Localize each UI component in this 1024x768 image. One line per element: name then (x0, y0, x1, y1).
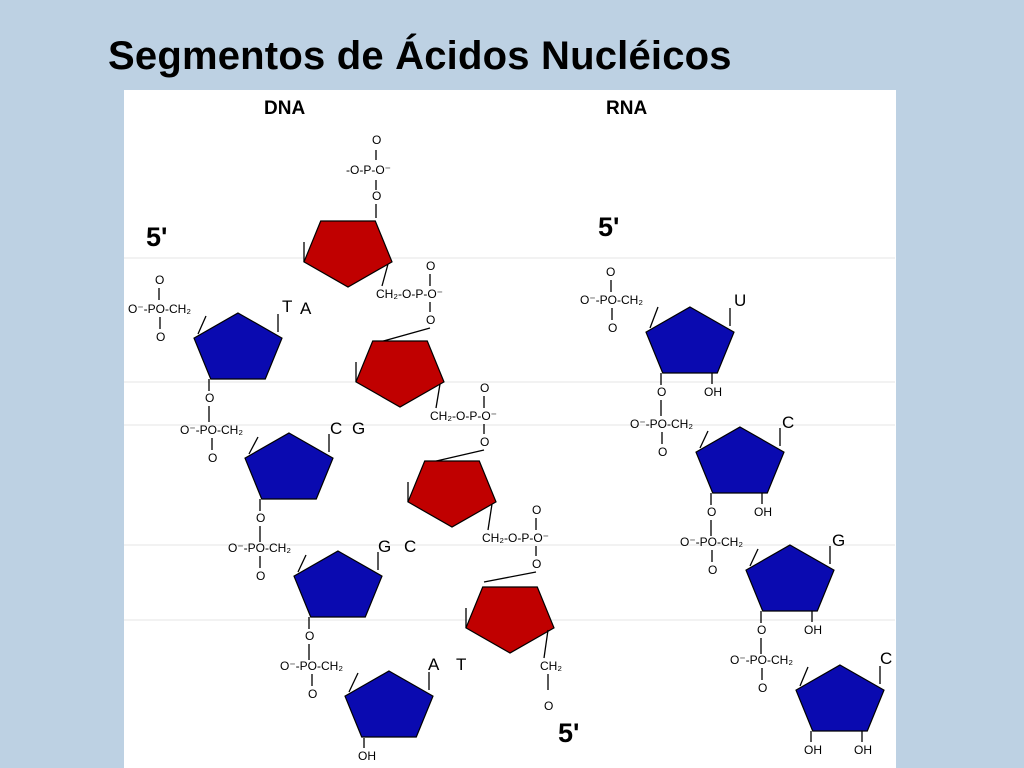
dna-left-linker-o-2: O (256, 511, 265, 525)
rna-phosphate-1: O⁻-PO-CH₂ (580, 293, 643, 307)
rna-phosphate-o-2: O (658, 445, 667, 459)
dna-right-base-4: T (456, 655, 466, 674)
faint-guide-lines (124, 257, 895, 621)
dna-right-phosphate-1: CH₂-O-P-O⁻ (376, 287, 443, 301)
dna-five-prime-bottom-label: 5' (558, 718, 579, 748)
rna-base-3: G (832, 531, 845, 550)
dna-left-top-o: O (155, 273, 164, 287)
rna-ribose-2 (695, 426, 785, 494)
dna-left-phosphate-o-3: O (256, 569, 265, 583)
dna-right-o-end: O (544, 699, 553, 713)
dna-right-phosphate-o-down-1: O (426, 313, 435, 327)
rna-ribose-4 (795, 664, 885, 732)
bond-line (197, 315, 207, 335)
dna-left-phosphate-4: O⁻-PO-CH₂ (280, 659, 343, 673)
dna-deoxyribose-blue-4 (344, 670, 434, 738)
dna-left-3prime-oh: OH (358, 749, 376, 763)
dna-left-phosphate-o-2: O (208, 451, 217, 465)
dna-right-phosphate-3: CH₂-O-P-O⁻ (482, 531, 549, 545)
rna-3prime-oh: OH (804, 743, 822, 757)
dna-right-top-phosphate-o-down: O (372, 189, 381, 203)
dna-left-base-1: T (282, 297, 292, 316)
dna-right-base-2: G (352, 419, 365, 438)
rna-phosphate-o-3: O (708, 563, 717, 577)
bond-line (543, 629, 549, 659)
rna-header: RNA (606, 98, 647, 119)
dna-deoxyribose-blue-1 (193, 312, 283, 380)
dna-right-ch2-end: CH₂ (540, 659, 562, 673)
dna-left-linker-o-3: O (305, 629, 314, 643)
dna-right-strand: -O-P-O⁻ O O A CH₂-O-P-O⁻ O O G CH₂-O-P-O⁻ O O C CH₂-… (300, 133, 562, 713)
bond-line (297, 554, 307, 573)
bond-line (799, 666, 809, 687)
dna-deoxyribose-red-1 (303, 220, 393, 288)
rna-base-1: U (734, 291, 746, 310)
bond-line (699, 430, 709, 449)
rna-top-o: O (606, 265, 615, 279)
dna-left-phosphate-2: O⁻-PO-CH₂ (180, 423, 243, 437)
rna-2prime-oh-2: OH (754, 505, 772, 519)
dna-deoxyribose-red-3 (407, 460, 497, 528)
rna-strand: UO⁻-PO-CH₂OOHOCO⁻-PO-CH₂OOHOGO⁻-PO-CH₂OO… (580, 265, 892, 757)
rna-phosphate-4: O⁻-PO-CH₂ (730, 653, 793, 667)
rna-ribose-1 (645, 306, 735, 374)
bond-line (431, 449, 485, 463)
dna-left-base-4: A (428, 655, 440, 674)
dna-left-linker-o-1: O (205, 391, 214, 405)
bond-line (379, 327, 431, 343)
dna-right-base-3: C (404, 537, 416, 556)
rna-phosphate-o-1: O (608, 321, 617, 335)
bond-line (248, 436, 259, 455)
dna-left-strand: T O⁻-PO-CH₂ O O C O⁻-PO-CH₂ O O G O⁻-PO-CH₂ O O A O⁻-… (128, 273, 440, 763)
rna-2prime-oh-4: OH (854, 743, 872, 757)
rna-linker-o-1: O (657, 385, 666, 399)
rna-phosphate-3: O⁻-PO-CH₂ (680, 535, 743, 549)
bond-line (381, 263, 389, 287)
rna-phosphate-2: O⁻-PO-CH₂ (630, 417, 693, 431)
dna-deoxyribose-blue-2 (244, 432, 334, 500)
dna-right-phosphate-o-up-3: O (532, 503, 541, 517)
dna-left-phosphate-o-1: O (156, 330, 165, 344)
dna-left-base-2: C (330, 419, 342, 438)
dna-right-phosphate-o-up-1: O (426, 259, 435, 273)
rna-linker-o-3: O (757, 623, 766, 637)
dna-right-phosphate-o-up-2: O (480, 381, 489, 395)
rna-phosphate-o-4: O (758, 681, 767, 695)
nucleic-acid-figure (124, 90, 896, 768)
rna-base-2: C (782, 413, 794, 432)
rna-linker-o-2: O (707, 505, 716, 519)
dna-left-phosphate-3: O⁻-PO-CH₂ (228, 541, 291, 555)
dna-deoxyribose-red-4 (465, 586, 555, 654)
rna-2prime-oh-1: OH (704, 385, 722, 399)
dna-deoxyribose-red-2 (355, 340, 445, 408)
dna-five-prime-label: 5' (146, 222, 167, 252)
dna-left-phosphate-1: O⁻-PO-CH₂ (128, 302, 191, 316)
dna-left-base-3: G (378, 537, 391, 556)
bond-line (348, 672, 359, 693)
bond-line (749, 548, 759, 567)
rna-base-4: C (880, 649, 892, 668)
rna-five-prime-label: 5' (598, 212, 619, 242)
dna-left-phosphate-o-4: O (308, 687, 317, 701)
dna-right-top-phosphate: -O-P-O⁻ (346, 163, 391, 177)
dna-right-phosphate-o-down-3: O (532, 557, 541, 571)
rna-2prime-oh-3: OH (804, 623, 822, 637)
bond-line (483, 571, 537, 583)
dna-right-phosphate-o-down-2: O (480, 435, 489, 449)
bond-line (487, 503, 493, 531)
dna-right-top-phosphate-o-up: O (372, 133, 381, 147)
dna-deoxyribose-blue-3 (293, 550, 383, 618)
slide-title: Segmentos de Ácidos Nucléicos (108, 34, 732, 78)
dna-right-base-1: A (300, 299, 312, 318)
bond-line (435, 383, 441, 409)
bond-line (649, 306, 659, 329)
dna-header: DNA (264, 98, 305, 119)
rna-ribose-3 (745, 544, 835, 612)
dna-right-phosphate-2: CH₂-O-P-O⁻ (430, 409, 497, 423)
